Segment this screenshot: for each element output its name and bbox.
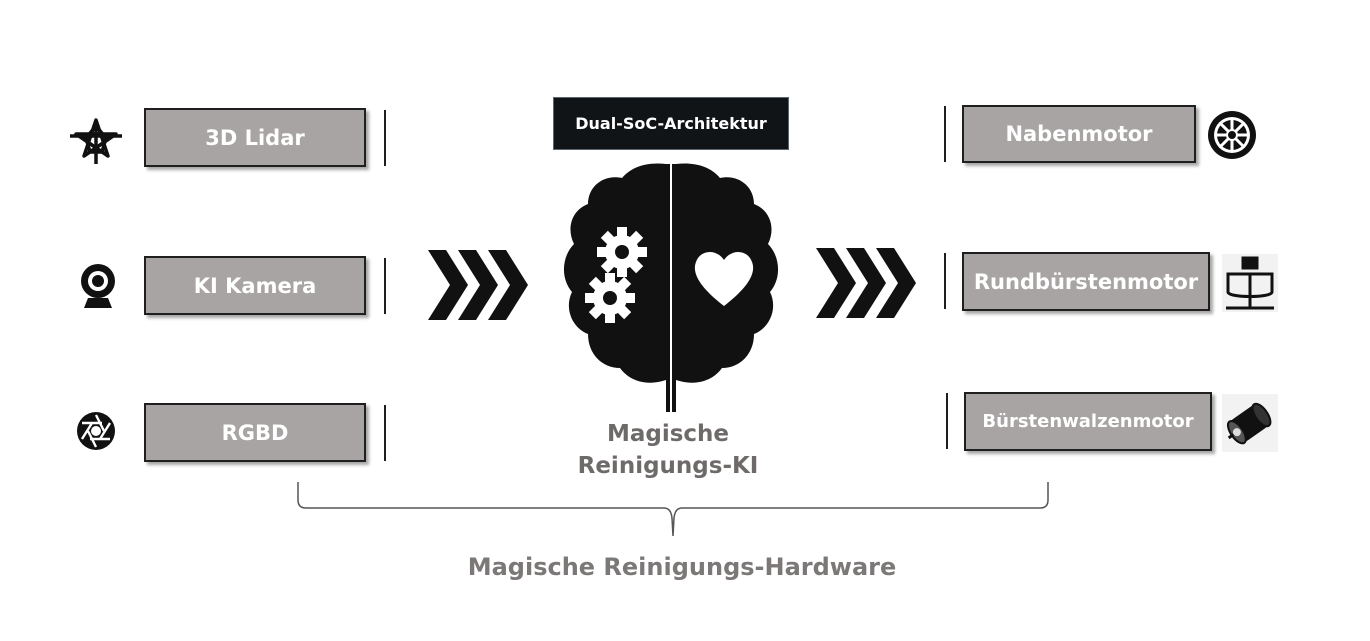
input-box-ki-kamera: KI Kamera bbox=[144, 256, 366, 315]
lidar-star-icon bbox=[70, 118, 122, 164]
hardware-brace bbox=[297, 482, 1049, 537]
output-box-rundbuerstenmotor: Rundbürstenmotor bbox=[962, 252, 1210, 311]
divider-bar bbox=[946, 393, 948, 449]
divider-bar bbox=[384, 405, 386, 461]
input-label: KI Kamera bbox=[193, 273, 317, 298]
divider-bar bbox=[384, 110, 386, 166]
webcam-icon bbox=[81, 264, 115, 308]
output-box-nabenmotor: Nabenmotor bbox=[962, 105, 1196, 163]
divider-bar bbox=[384, 258, 386, 314]
side-brush-motor-icon bbox=[1222, 254, 1278, 312]
wheel-icon bbox=[1208, 111, 1256, 159]
divider-bar bbox=[944, 253, 946, 309]
roller-brush-motor-icon bbox=[1222, 394, 1278, 452]
architecture-label: Dual-SoC-Architektur bbox=[553, 97, 789, 150]
output-label: Bürstenwalzenmotor bbox=[982, 411, 1194, 432]
aperture-icon bbox=[77, 412, 115, 450]
input-label: 3D Lidar bbox=[205, 125, 305, 150]
center-caption-line1: Magische bbox=[606, 421, 730, 447]
center-caption: Magische Reinigungs-KI bbox=[540, 418, 796, 482]
output-box-buerstenwalzenmotor: Bürstenwalzenmotor bbox=[964, 392, 1212, 451]
divider-bar bbox=[944, 106, 946, 162]
input-box-rgbd: RGBD bbox=[144, 403, 366, 462]
output-label: Rundbürstenmotor bbox=[973, 269, 1199, 294]
center-caption-line2: Reinigungs-KI bbox=[577, 453, 759, 479]
input-box-3d-lidar: 3D Lidar bbox=[144, 108, 366, 167]
hardware-caption: Magische Reinigungs-Hardware bbox=[467, 553, 897, 581]
brain-gears-heart-icon bbox=[563, 163, 779, 412]
output-label: Nabenmotor bbox=[1005, 122, 1153, 146]
architecture-label-text: Dual-SoC-Architektur bbox=[575, 114, 767, 133]
input-label: RGBD bbox=[221, 420, 289, 445]
chevron-arrows-right bbox=[816, 248, 916, 318]
chevron-arrows-left bbox=[428, 250, 528, 320]
